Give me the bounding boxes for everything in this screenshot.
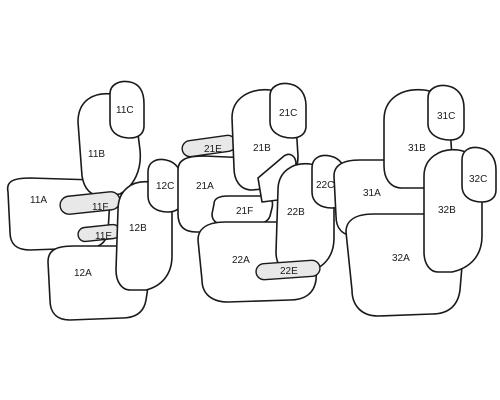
part-32C: [461, 146, 497, 203]
label-22C: 22C: [316, 180, 334, 191]
label-12A: 12A: [74, 268, 92, 279]
label-11F: 11F: [92, 202, 109, 213]
label-12B: 12B: [129, 223, 147, 234]
label-32A: 32A: [392, 253, 410, 264]
label-32C: 32C: [469, 174, 487, 185]
row-3-seats: [333, 84, 497, 317]
label-21B: 21B: [253, 143, 271, 154]
label-22A: 22A: [232, 255, 250, 266]
label-11B: 11B: [88, 149, 105, 160]
label-21C: 21C: [279, 108, 297, 119]
label-31C: 31C: [437, 111, 455, 122]
label-22E: 22E: [280, 266, 298, 277]
part-31C: [427, 84, 465, 141]
label-32B: 32B: [438, 205, 456, 216]
part-11C: [109, 80, 145, 139]
label-31B: 31B: [408, 143, 426, 154]
label-11E: 11E: [95, 231, 112, 242]
row-2-seats: [177, 82, 347, 303]
row-1-seats: [6, 80, 183, 321]
label-12C: 12C: [156, 181, 174, 192]
label-21F: 21F: [236, 206, 253, 217]
label-21A: 21A: [196, 181, 214, 192]
label-11C: 11C: [116, 105, 134, 116]
label-31A: 31A: [363, 188, 381, 199]
label-21E: 21E: [204, 144, 222, 155]
part-labels: 11C 11B 11A 11F 11E 12C 12B 12A 21E 21C …: [30, 105, 487, 279]
part-22E: [255, 259, 321, 281]
label-11A: 11A: [30, 195, 47, 206]
label-22B: 22B: [287, 207, 305, 218]
part-21C: [269, 82, 307, 139]
